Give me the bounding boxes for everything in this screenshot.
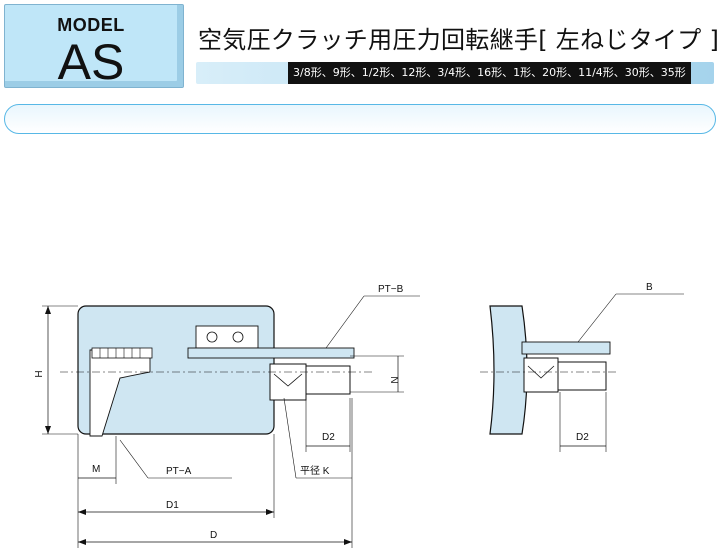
right-view-thread — [557, 361, 607, 391]
model-code: AS — [57, 34, 125, 90]
hex-flat — [269, 363, 307, 401]
bearing — [195, 325, 259, 349]
shaft — [187, 347, 355, 359]
thread-end — [305, 365, 351, 395]
pt-b-label: PT−B — [378, 284, 404, 295]
right-view-flange — [489, 305, 528, 435]
right-view-hex — [523, 357, 559, 393]
right-view-shaft — [521, 341, 611, 355]
b-label: B — [646, 282, 653, 293]
h-label: H — [34, 370, 45, 377]
d-label: D — [210, 530, 217, 541]
model-label: MODEL — [57, 15, 125, 35]
d2-right-label: D2 — [576, 432, 589, 443]
variant-list: 3/8形、9形、1/2形、12形、3/4形、16形、1形、20形、11/4形、3… — [288, 62, 691, 84]
n-label: N — [390, 376, 401, 383]
flat-k-label: 平径 K — [300, 464, 330, 477]
m-label: M — [92, 464, 100, 475]
pt-a-label: PT−A — [166, 466, 192, 477]
model-badge: MODEL AS — [4, 4, 184, 90]
section-bar — [4, 104, 716, 134]
variant-bar: 3/8形、9形、1/2形、12形、3/4形、16形、1形、20形、11/4形、3… — [196, 62, 714, 84]
page-title: 空気圧クラッチ用圧力回転継手[ 左ねじタイプ ] — [198, 26, 720, 54]
d1-label: D1 — [166, 500, 179, 511]
d2-left-label: D2 — [322, 432, 335, 443]
thread-section — [91, 347, 153, 359]
